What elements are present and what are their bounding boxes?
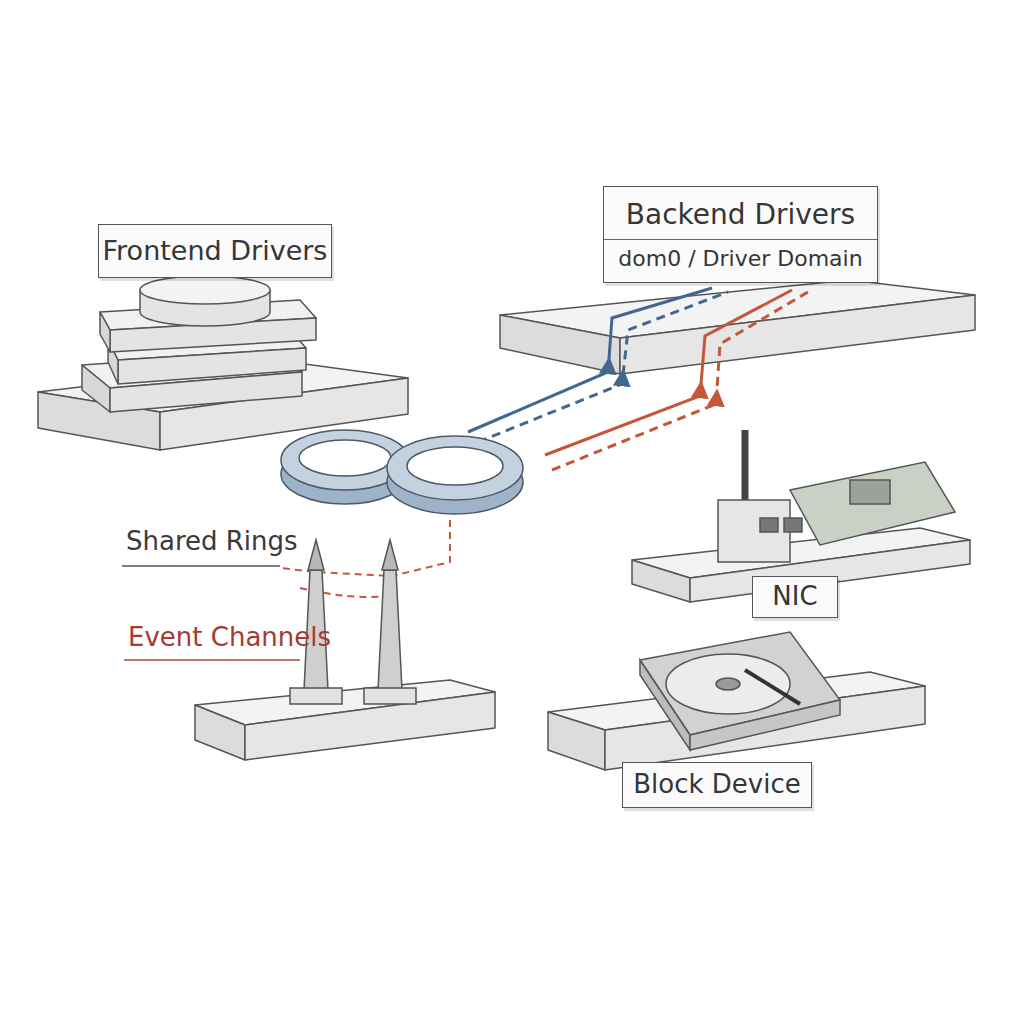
label-box: NIC (752, 576, 838, 618)
label-box: Block Device (622, 762, 812, 808)
nic-antenna (742, 430, 749, 505)
platform-front (620, 295, 975, 374)
callout-label: Event Channels (128, 622, 331, 652)
label-box: Backend Driversdom0 / Driver Domain (603, 186, 878, 283)
ring-hole (407, 447, 503, 485)
arrow-head (700, 384, 701, 396)
arrow-head (716, 392, 717, 404)
ring-line (478, 292, 728, 442)
platforms (38, 280, 975, 770)
stack-plate (82, 365, 110, 412)
box-subtitle: dom0 / Driver Domain (604, 239, 877, 275)
stack-plate (118, 348, 306, 384)
platform-side (195, 705, 245, 760)
antenna-post (378, 570, 402, 690)
box-title: Backend Drivers (604, 193, 877, 239)
antenna-base (290, 688, 342, 704)
shared-rings (281, 430, 523, 514)
ring-line (552, 292, 808, 470)
nic-bracket (718, 500, 790, 562)
antenna-base (364, 688, 416, 704)
arrow-head (622, 372, 623, 384)
box-title: Frontend Drivers (99, 235, 331, 266)
nic-port (760, 518, 778, 532)
stack-plate (100, 312, 110, 352)
connection-lines (280, 288, 808, 597)
platform-side (500, 315, 620, 374)
ring (387, 436, 523, 500)
nic-card (718, 430, 955, 562)
underline (124, 659, 300, 661)
nic-port (784, 518, 802, 532)
nic-chip (850, 480, 890, 504)
antenna-tip (382, 540, 398, 570)
callout-label: Shared Rings (126, 526, 298, 556)
box-title: Block Device (623, 770, 811, 800)
ring-line (468, 288, 712, 432)
ring-line (545, 290, 792, 455)
antenna-tip (308, 540, 324, 570)
event-line (280, 520, 450, 576)
hard-disk (640, 632, 840, 750)
frontend-stack (82, 276, 316, 412)
platform-side (548, 712, 605, 770)
label-box: Frontend Drivers (98, 224, 332, 278)
disk-spindle (716, 678, 740, 690)
underline (122, 565, 280, 567)
stack-disc (140, 276, 270, 304)
nic-board (790, 462, 955, 545)
ring-hole (299, 440, 391, 476)
disk-arm (745, 670, 800, 704)
platform-side (632, 560, 690, 602)
arrow-head (608, 360, 609, 372)
box-title: NIC (753, 582, 837, 612)
